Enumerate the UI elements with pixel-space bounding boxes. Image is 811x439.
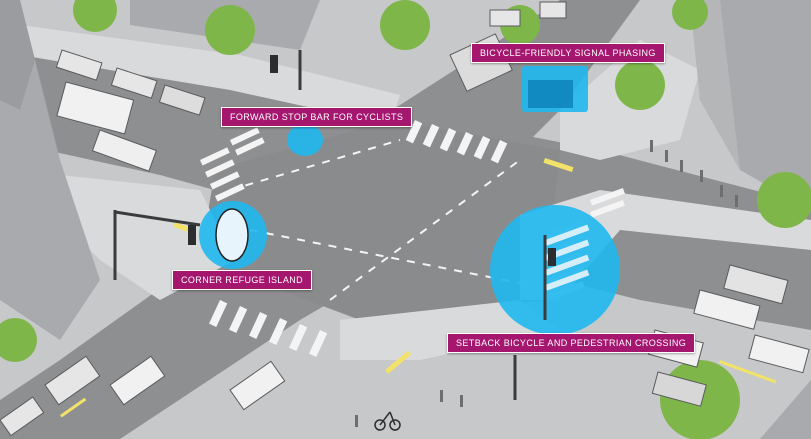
sidewalk-nw xyxy=(20,25,400,125)
highlight-bicycle-signal-car xyxy=(528,80,573,108)
building-right-face xyxy=(690,0,740,170)
building-left-face xyxy=(0,0,35,110)
highlight-corner-refuge-island xyxy=(215,208,249,262)
bike-lane-markings xyxy=(60,158,777,418)
callout-forward-stop-bar: FORWARD STOP BAR FOR CYCLISTS xyxy=(221,107,413,127)
sidewalk-south xyxy=(340,300,560,360)
signal-poles xyxy=(113,50,547,400)
callout-bicycle-signal: BICYCLE-FRIENDLY SIGNAL PHASING xyxy=(471,43,665,63)
callout-corner-refuge: CORNER REFUGE ISLAND xyxy=(172,270,313,290)
callout-setback-crossing: SETBACK BICYCLE AND PEDESTRIAN CROSSING xyxy=(447,333,696,353)
signal-heads xyxy=(188,55,556,266)
crosswalk-south xyxy=(209,300,328,357)
crosswalk-north xyxy=(405,120,508,164)
building-bottom-right xyxy=(760,380,811,439)
cyclist-icon xyxy=(374,411,401,431)
highlight-forward-stop-bar xyxy=(287,124,323,156)
pedestrians xyxy=(355,140,738,427)
highlight-setback-crosswalk xyxy=(545,224,590,291)
highlight-circles xyxy=(199,66,620,335)
sidewalk-sw xyxy=(60,175,235,300)
lane-dashes xyxy=(229,139,531,301)
